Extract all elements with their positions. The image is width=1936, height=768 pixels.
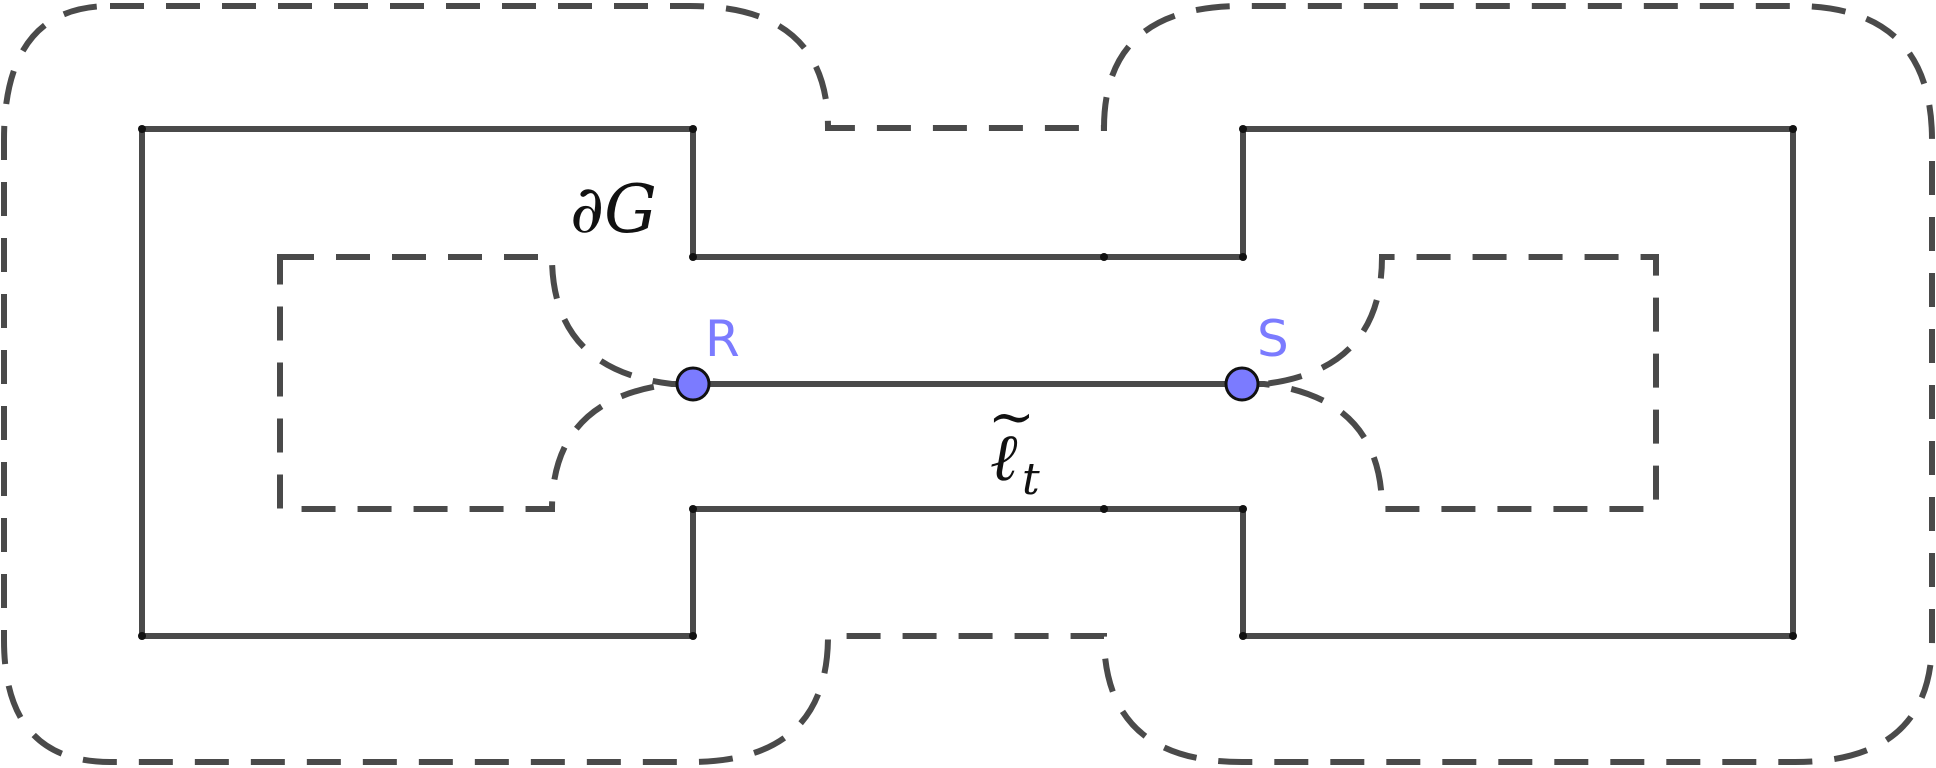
curve-label: ~ ℓ t	[988, 385, 1040, 505]
vertex-dots	[138, 125, 1797, 640]
point-r-label: R	[705, 310, 740, 368]
boundary-label: ∂G	[570, 171, 657, 248]
point-r-marker	[675, 366, 711, 402]
curve-label-main: ℓ	[990, 419, 1018, 496]
point-s-label: S	[1257, 310, 1289, 368]
point-s-marker	[1224, 366, 1260, 402]
curve-label-subscript: t	[1022, 454, 1040, 505]
curve-label-accent: ~	[988, 385, 1035, 450]
inner-dashed-contour	[277, 254, 1659, 512]
